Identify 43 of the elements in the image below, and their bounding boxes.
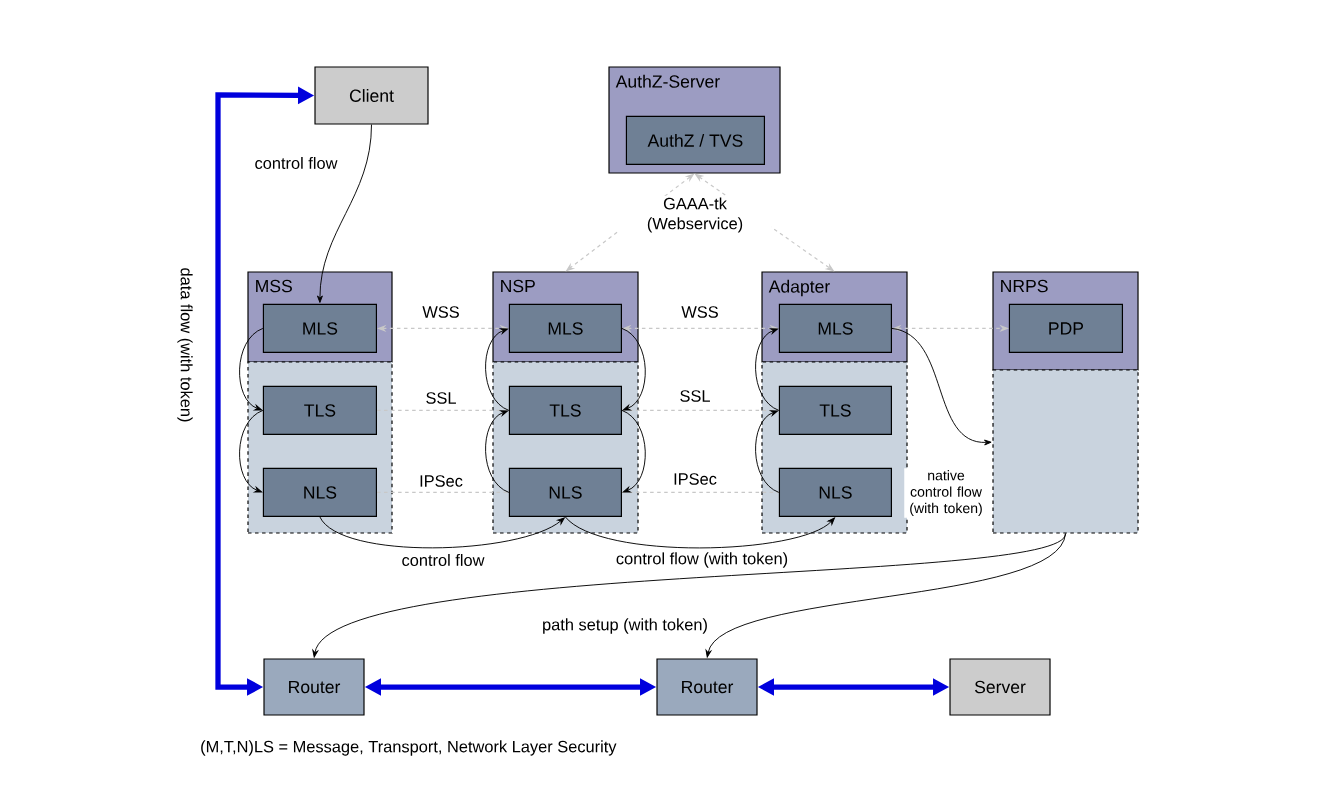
arrow bbox=[319, 516, 565, 549]
module-box: TLS bbox=[262, 385, 377, 435]
edge-label: WSS bbox=[679, 304, 721, 320]
arrow bbox=[891, 327, 992, 446]
edge-label: control flow bbox=[399, 552, 487, 568]
edge-label: IPSec bbox=[671, 471, 719, 487]
module-box: TLS bbox=[508, 385, 622, 435]
router-box: Router bbox=[263, 658, 365, 716]
arrow bbox=[485, 410, 510, 493]
edge-label: SSL bbox=[423, 390, 459, 406]
module-box: AuthZ / TVS bbox=[625, 115, 765, 165]
module-box: MLS bbox=[262, 303, 377, 353]
arrow bbox=[564, 516, 835, 549]
module-box: PDP bbox=[1008, 303, 1123, 353]
arrow bbox=[316, 124, 372, 303]
arrow bbox=[239, 327, 264, 411]
module-box: MLS bbox=[778, 303, 892, 353]
module-box: TLS bbox=[778, 385, 892, 435]
edge-label: data flow (with token) bbox=[175, 265, 195, 425]
edge-label: GAAA-tk (Webservice) bbox=[618, 195, 772, 235]
edge-label: native control flow (with token) bbox=[904, 468, 988, 518]
arrow bbox=[485, 328, 510, 411]
footnote: (M,T,N)LS = Message, Transport, Network Layer Security bbox=[201, 740, 617, 756]
server-box: Server bbox=[949, 658, 1051, 716]
arrow bbox=[239, 409, 264, 493]
layer-region bbox=[992, 369, 1139, 534]
edge-label: control flow (with token) bbox=[614, 550, 790, 570]
module-box: MLS bbox=[508, 303, 622, 353]
edge-label: control flow bbox=[252, 155, 340, 171]
router-box: Router bbox=[656, 658, 758, 716]
module-box: NLS bbox=[508, 467, 622, 517]
edge-label: SSL bbox=[677, 388, 713, 404]
client-box: Client bbox=[314, 66, 429, 125]
module-box: NLS bbox=[262, 467, 377, 517]
module-box: NLS bbox=[778, 467, 892, 517]
arrow bbox=[621, 409, 646, 493]
arrow bbox=[705, 533, 1066, 658]
arrow bbox=[755, 410, 780, 493]
edge-label: WSS bbox=[420, 304, 462, 320]
edge-label: path setup (with token) bbox=[540, 616, 710, 636]
arrow bbox=[755, 328, 780, 411]
edge-label: IPSec bbox=[417, 473, 465, 489]
arrow bbox=[621, 327, 646, 411]
